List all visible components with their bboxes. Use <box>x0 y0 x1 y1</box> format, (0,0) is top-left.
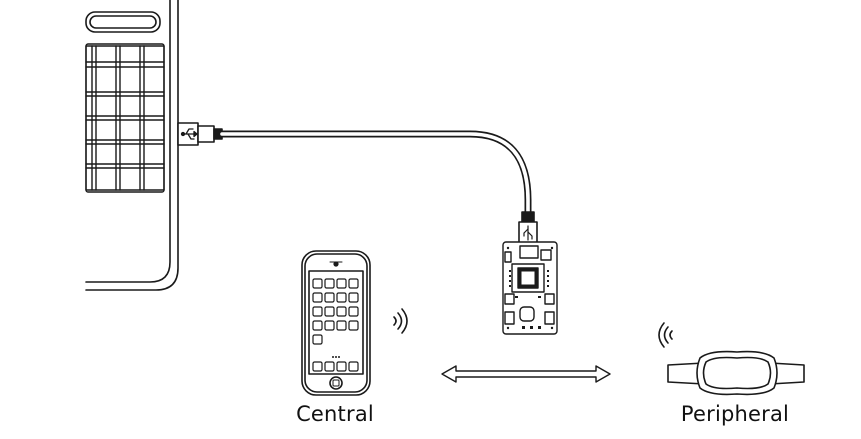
wearable-band-icon <box>667 350 805 396</box>
laptop-icon <box>85 0 199 291</box>
peripheral-label: Peripheral <box>680 402 790 426</box>
central-label: Central <box>296 402 374 426</box>
usb-cable-icon <box>197 125 538 247</box>
smartphone-icon <box>301 250 371 396</box>
usb-symbol-icon <box>180 128 198 140</box>
bidirectional-arrow-icon <box>441 365 611 383</box>
dev-board-icon <box>502 241 558 335</box>
wireless-signal-icon <box>658 322 673 348</box>
wireless-signal-icon <box>393 308 408 334</box>
